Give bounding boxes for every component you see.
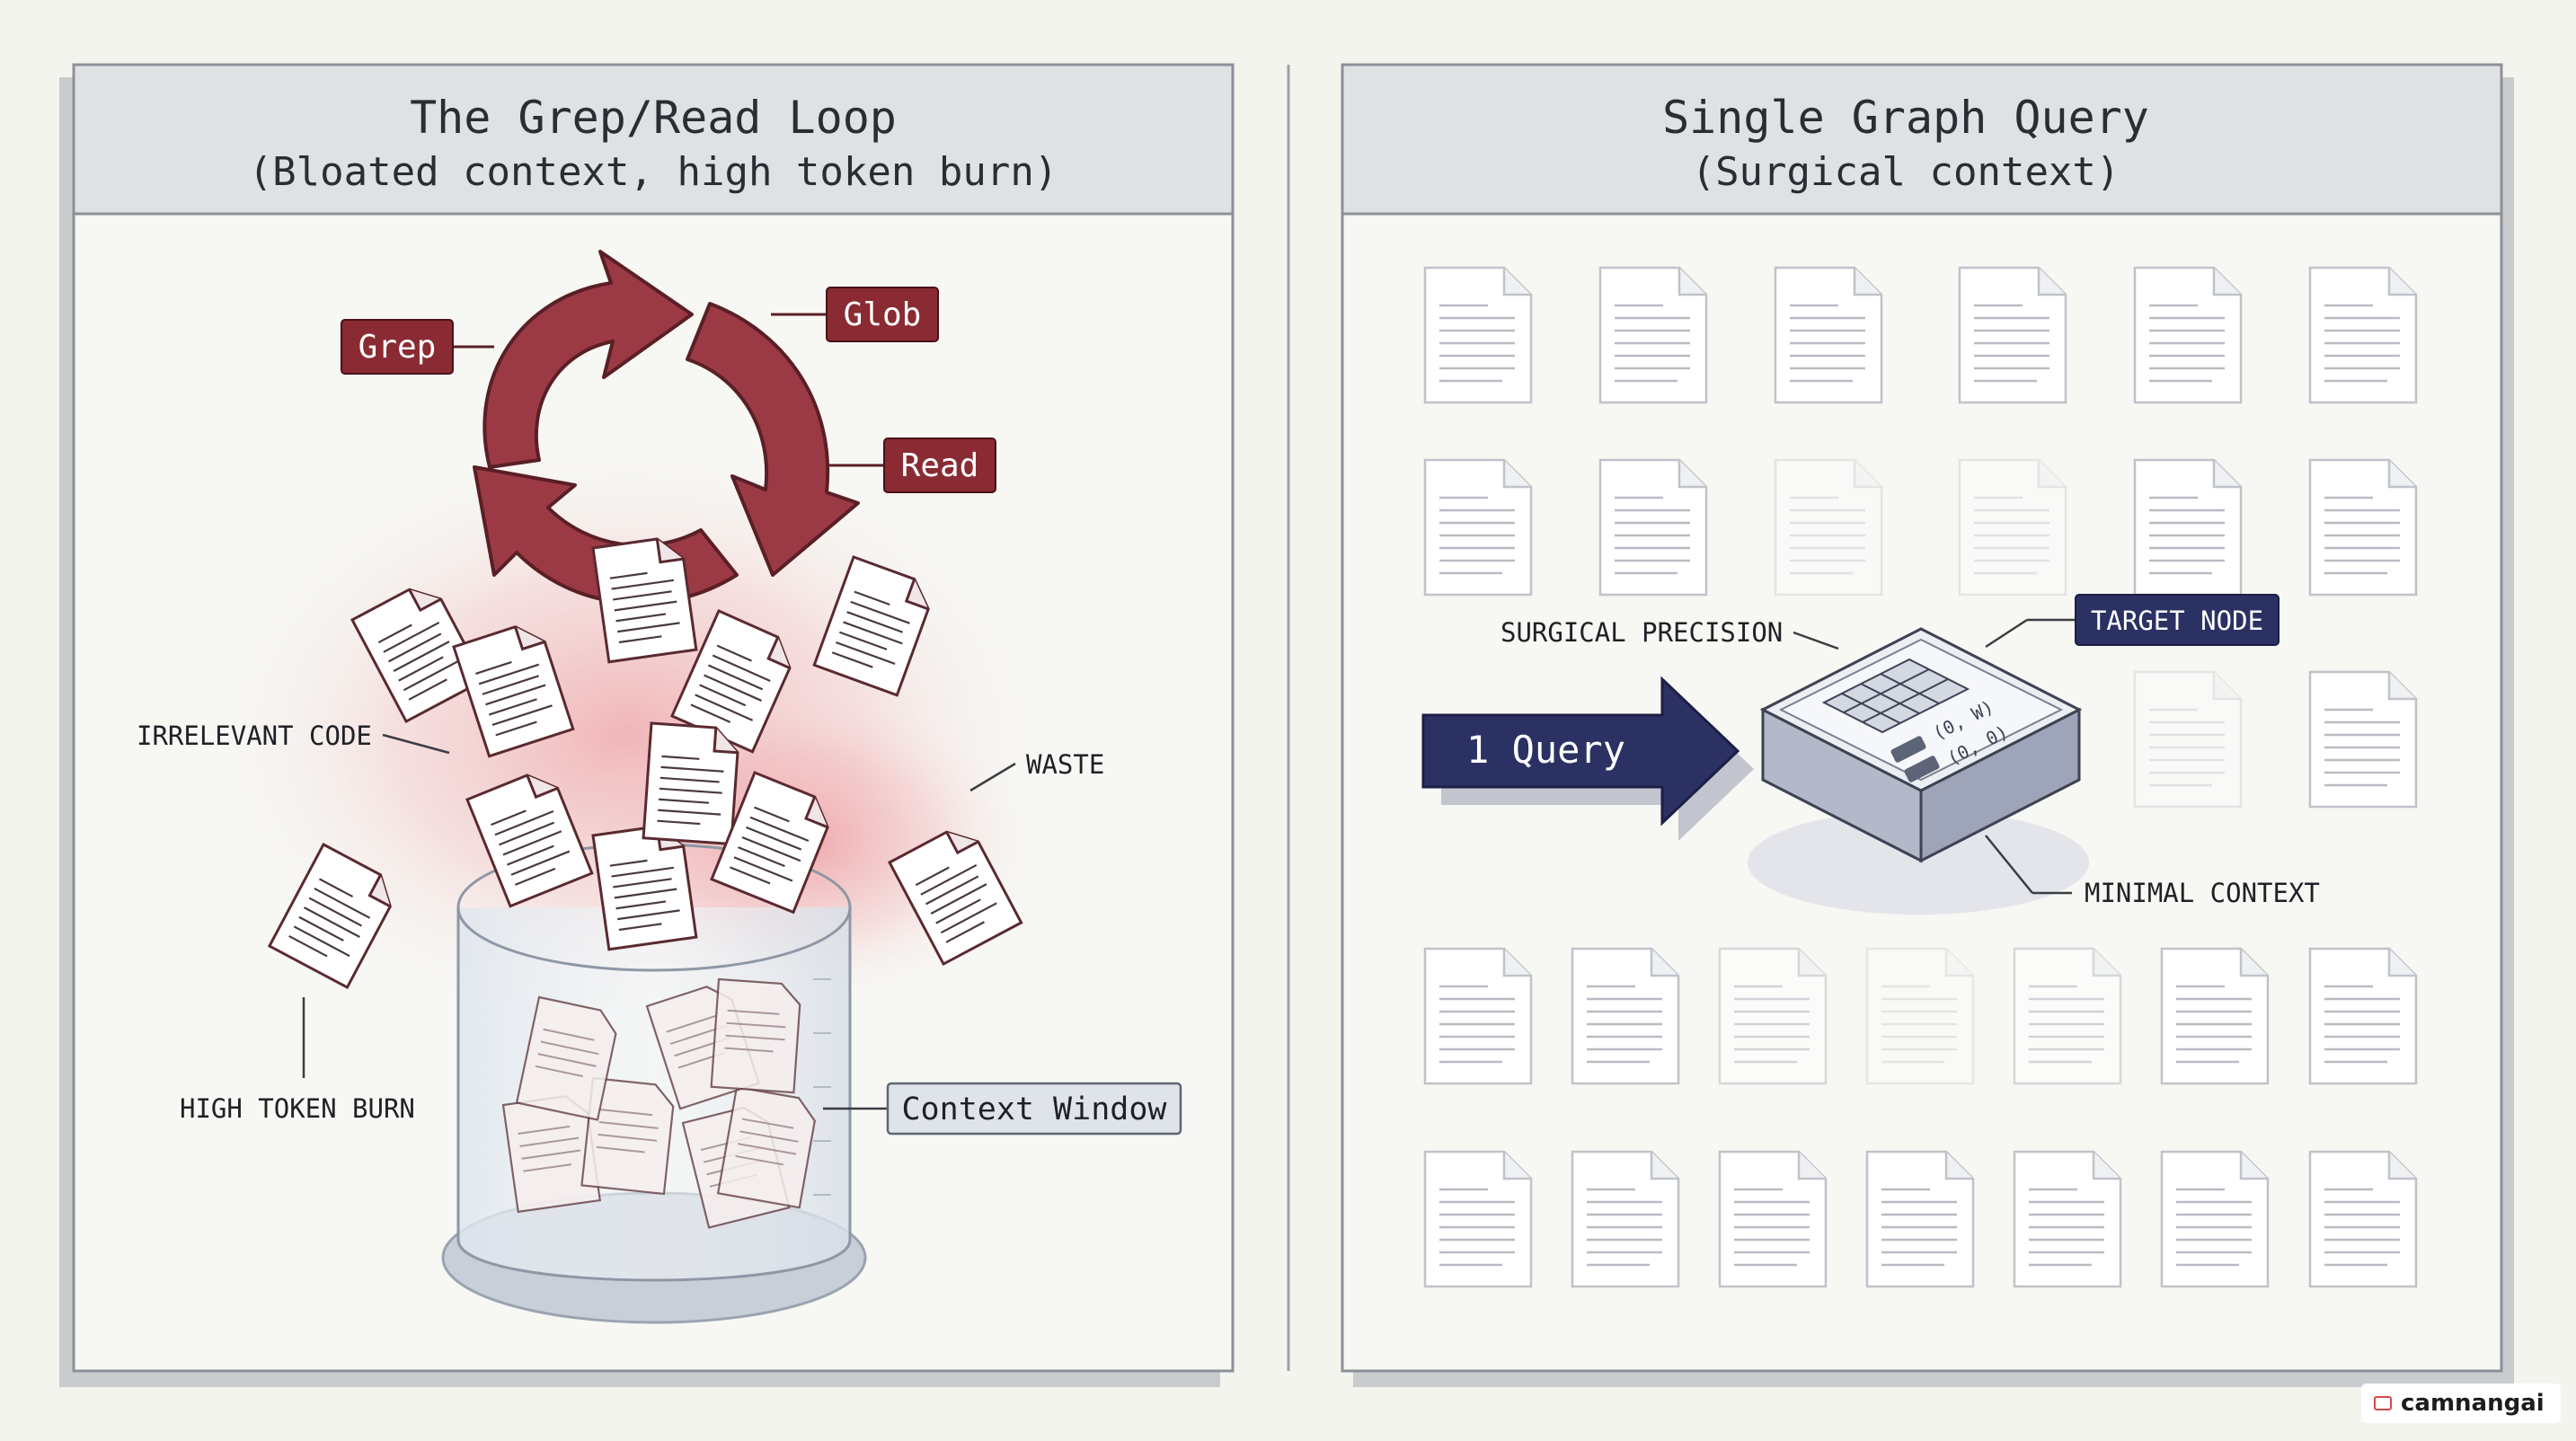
- left-panel-header: [72, 63, 1235, 216]
- watermark-text: camnangai: [2401, 1390, 2545, 1417]
- right-panel-header: [1341, 63, 2503, 216]
- minimal-context-label: MINIMAL CONTEXT: [2085, 878, 2320, 908]
- context-window-tag: [886, 1082, 1182, 1136]
- grep-tag: [341, 319, 454, 375]
- query-arrow-label: 1 Query: [1466, 728, 1625, 772]
- right-panel-subtitle: (Surgical context): [1692, 149, 2120, 195]
- query-arrow: 1 Query: [1421, 676, 1754, 841]
- read-tag: [883, 438, 996, 493]
- watermark-logo-icon: [2374, 1396, 2392, 1410]
- glob-tag: [826, 287, 939, 342]
- context-window-label: Context Window: [901, 1092, 1167, 1127]
- target-node-label: TARGET NODE: [2091, 606, 2263, 636]
- grep-label: Grep: [359, 329, 437, 366]
- right-panel-title: Single Graph Query: [1662, 92, 2149, 144]
- watermark: camnangai: [2361, 1384, 2561, 1423]
- high-token-burn-label: HIGH TOKEN BURN: [180, 1093, 415, 1124]
- left-panel-subtitle: (Bloated context, high token burn): [249, 149, 1058, 195]
- context-window-jar: [441, 843, 867, 1324]
- glob-label: Glob: [844, 296, 922, 333]
- target-node-tag: [2075, 594, 2279, 646]
- left-panel-title: The Grep/Read Loop: [410, 92, 897, 144]
- waste-label: WASTE: [1026, 749, 1104, 780]
- left-panel: The Grep/Read Loop (Bloated context, hig…: [59, 63, 1235, 1387]
- database-node-icon: (0, W) (0, 0): [1748, 627, 2089, 915]
- right-panel: Single Graph Query (Surgical context) 1: [1341, 63, 2514, 1387]
- surgical-precision-label: SURGICAL PRECISION: [1500, 617, 1783, 648]
- irrelevant-code-label: IRRELEVANT CODE: [137, 720, 372, 751]
- read-label: Read: [901, 447, 979, 484]
